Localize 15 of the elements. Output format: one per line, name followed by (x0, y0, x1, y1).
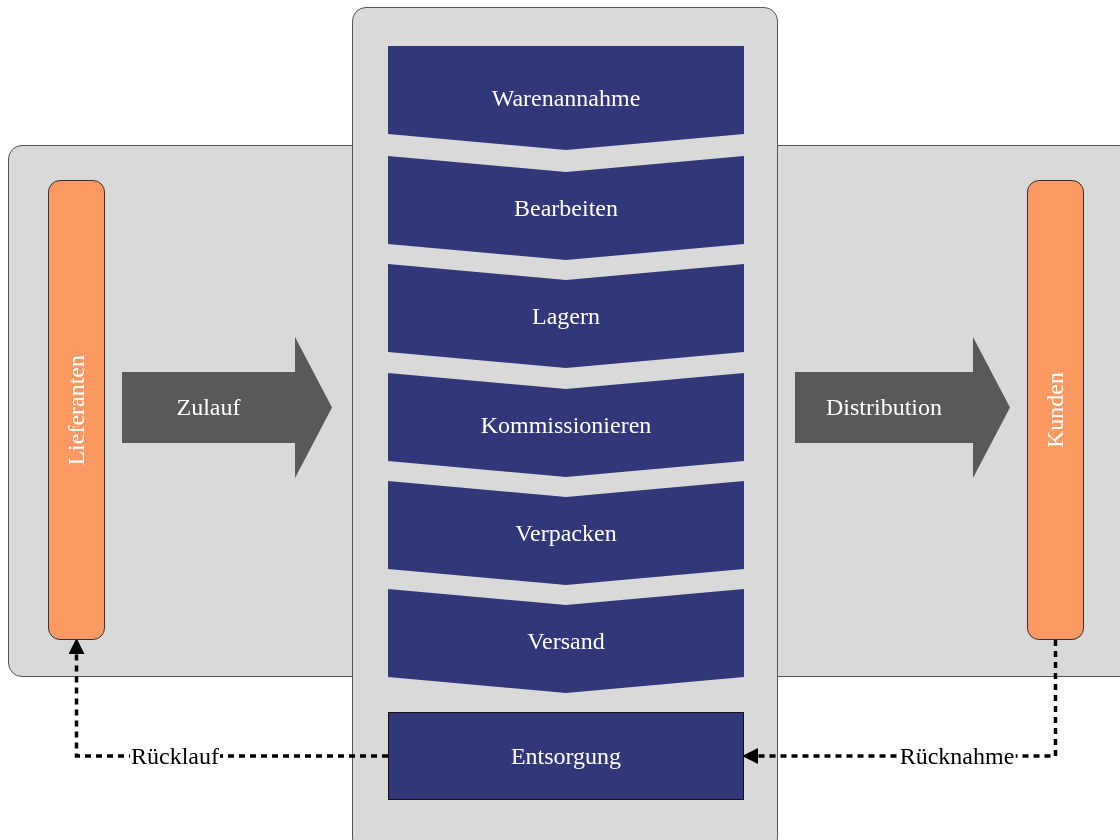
node-label: Zulauf (176, 394, 241, 421)
node-label: Warenannahme (491, 84, 641, 112)
node-label: Entsorgung (510, 742, 622, 770)
node-label: Kommissionieren (480, 411, 652, 439)
node-label: Bearbeiten (514, 194, 618, 222)
node-label: Lieferanten (63, 354, 90, 466)
customer-bar (1027, 180, 1084, 640)
node-label: Lagern (532, 302, 600, 330)
node-label: Versand (527, 627, 605, 655)
process-box (388, 712, 744, 800)
node-label: Distribution (826, 394, 942, 421)
node-label: Kunden (1042, 372, 1069, 448)
process-step (388, 46, 744, 150)
node-label: Verpacken (515, 519, 617, 547)
supplier-bar (48, 180, 105, 640)
